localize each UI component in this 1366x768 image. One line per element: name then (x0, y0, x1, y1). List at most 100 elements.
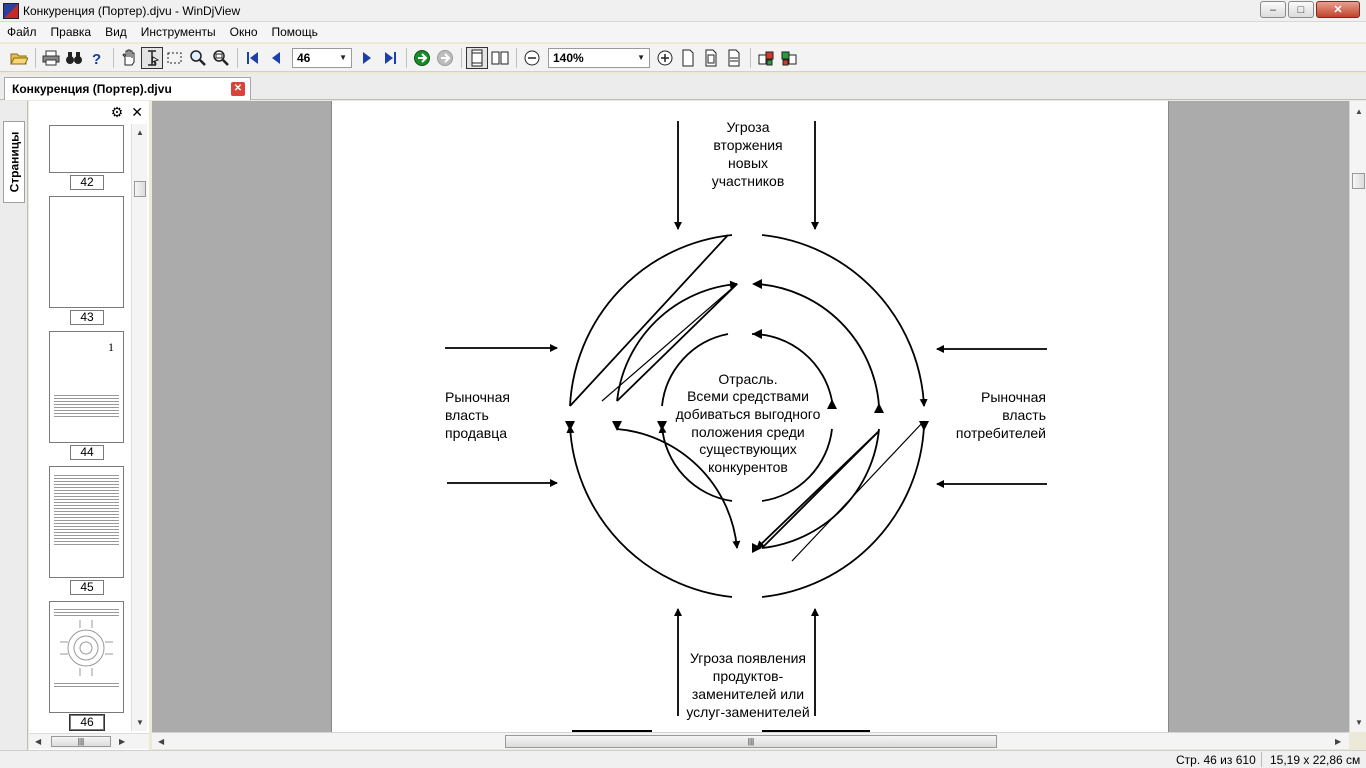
label-top-line: вторжения (713, 137, 782, 153)
single-page-icon[interactable] (466, 46, 488, 69)
chevron-down-icon[interactable]: ▼ (637, 53, 645, 62)
label-left-line: продавца (445, 425, 507, 441)
middle-arc-bottom-right (761, 428, 880, 549)
zoom-value: 140% (553, 50, 584, 65)
two-pages-icon[interactable] (489, 47, 511, 69)
thumbnail-page[interactable] (49, 466, 124, 578)
hand-tool-icon[interactable] (118, 47, 140, 69)
scroll-up-icon[interactable]: ▲ (136, 128, 144, 137)
window-title: Конкуренция (Портер).djvu - WinDjView (23, 3, 241, 18)
label-left: Рыночная власть продавца (445, 389, 510, 441)
horizontal-scrollbar[interactable]: ◀ ||| ▶ (152, 732, 1349, 749)
next-page-icon[interactable] (356, 47, 378, 69)
help-icon[interactable]: ? (86, 47, 108, 69)
prev-page-icon[interactable] (265, 47, 287, 69)
label-center-line: конкурентов (708, 459, 788, 475)
scroll-thumb[interactable]: ||| (505, 735, 997, 748)
outer-arc-top-left (569, 234, 733, 407)
middle-arc-bottom-left (616, 428, 741, 549)
scroll-thumb[interactable] (134, 181, 146, 197)
menu-edit[interactable]: Правка (50, 25, 92, 39)
outer-arc-top-right (761, 234, 928, 407)
settings-icon[interactable]: ⚙ (110, 103, 124, 120)
outer-arc-bottom-left (566, 425, 733, 598)
inner-arc-bottom-right (761, 428, 833, 502)
rotate-left-icon[interactable] (755, 47, 777, 69)
scroll-left-icon[interactable]: ◀ (35, 737, 42, 746)
find-binoculars-icon[interactable] (63, 47, 85, 69)
close-button[interactable]: ✕ (1316, 1, 1360, 18)
rotate-right-icon[interactable] (778, 47, 800, 69)
scroll-down-icon[interactable]: ▼ (1355, 718, 1363, 727)
thumbnail-label: 45 (70, 580, 104, 595)
toolbar-separator (406, 47, 407, 68)
fit-width-icon[interactable] (723, 47, 745, 69)
maximize-button[interactable]: □ (1288, 1, 1314, 18)
thumbnail-page[interactable] (49, 196, 124, 308)
document-page: Угроза вторжения новых участников Рыночн… (331, 101, 1169, 732)
close-panel-icon[interactable]: ✕ (131, 103, 143, 120)
rect-select-icon[interactable] (164, 47, 186, 69)
first-page-icon[interactable] (242, 47, 264, 69)
ring-arrowheads (565, 279, 929, 553)
print-icon[interactable] (40, 47, 62, 69)
label-center-line: существующих (699, 441, 797, 457)
menu-file[interactable]: Файл (7, 25, 37, 39)
sidebar-vertical-scrollbar[interactable]: ▲ ▼ (131, 124, 147, 731)
scroll-left-icon[interactable]: ◀ (158, 737, 165, 746)
scroll-right-icon[interactable]: ▶ (119, 737, 126, 746)
chevron-down-icon[interactable]: ▼ (339, 53, 347, 62)
sidebar-tabstrip: Страницы (0, 101, 28, 751)
tab-pages[interactable]: Страницы (3, 121, 25, 203)
document-viewport[interactable]: Угроза вторжения новых участников Рыночн… (152, 101, 1349, 732)
menu-help[interactable]: Помощь (271, 25, 318, 39)
zoom-in-icon[interactable] (654, 47, 676, 69)
zoom-rect-icon[interactable] (210, 47, 232, 69)
thumbnail-page[interactable] (49, 125, 124, 173)
thumbnail-diagram (60, 620, 113, 676)
go-back-icon[interactable] (434, 47, 456, 69)
window-controls: – □ ✕ (1260, 1, 1360, 18)
thumbnail-page[interactable]: 1 (49, 331, 124, 443)
vertical-scrollbar[interactable]: ▲ ▼ (1349, 101, 1366, 732)
scroll-right-icon[interactable]: ▶ (1335, 737, 1342, 746)
fit-page-icon[interactable] (700, 47, 722, 69)
thumbnail-label: 43 (70, 310, 104, 325)
last-page-icon[interactable] (379, 47, 401, 69)
actual-size-icon[interactable] (677, 47, 699, 69)
menu-window[interactable]: Окно (229, 25, 258, 39)
go-forward-icon[interactable] (411, 47, 433, 69)
zoom-out-icon[interactable] (521, 47, 543, 69)
porter-diagram: Угроза вторжения новых участников Рыночн… (445, 119, 1047, 732)
zoom-combo[interactable]: 140% ▼ (548, 47, 650, 68)
status-page-indicator: Стр. 46 из 610 (1176, 753, 1256, 767)
minimize-button[interactable]: – (1260, 1, 1286, 18)
sidebar-horizontal-scrollbar[interactable]: ◀ ||| ▶ (29, 733, 149, 749)
outer-arc-bottom-right (761, 425, 925, 598)
document-tab[interactable]: Конкуренция (Портер).djvu ✕ (4, 77, 251, 100)
panel-header: ⚙ ✕ (29, 101, 149, 123)
label-bottom-line: продуктов- (713, 668, 784, 684)
title-bar: Конкуренция (Портер).djvu - WinDjView – … (0, 0, 1366, 22)
scroll-thumb[interactable]: ||| (51, 736, 111, 747)
thumbnail-page-current[interactable] (49, 601, 124, 713)
scroll-down-icon[interactable]: ▼ (136, 718, 144, 727)
label-top-line: новых (728, 155, 768, 171)
label-top-line: Угроза (727, 119, 770, 135)
thumbnail-content: 1 (108, 340, 114, 354)
zoom-icon[interactable] (187, 47, 209, 69)
label-right-line: власть (1002, 407, 1046, 423)
status-page-size: 15,19 x 22,86 см (1270, 753, 1361, 767)
label-center-line: добиваться выгодного (676, 406, 821, 422)
menu-tools[interactable]: Инструменты (140, 25, 216, 39)
menu-view[interactable]: Вид (105, 25, 127, 39)
thumbnail-label: 42 (70, 175, 104, 190)
page-number-combo[interactable]: 46 ▼ (292, 47, 352, 68)
label-right-line: Рыночная (981, 389, 1046, 405)
open-folder-icon[interactable] (8, 47, 30, 69)
select-tool-icon[interactable] (141, 46, 163, 69)
close-tab-icon[interactable]: ✕ (231, 82, 245, 96)
diagonal-bottom-outer (791, 420, 925, 562)
scroll-up-icon[interactable]: ▲ (1355, 107, 1363, 116)
scroll-thumb[interactable] (1352, 173, 1365, 189)
